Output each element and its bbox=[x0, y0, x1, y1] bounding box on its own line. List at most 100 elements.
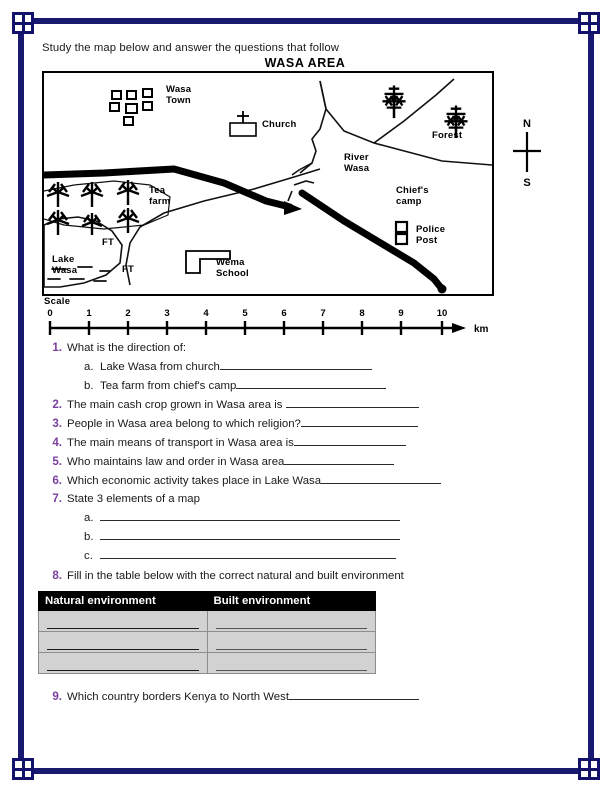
cell-answer-line bbox=[47, 614, 199, 629]
table-cell-natural-2[interactable] bbox=[38, 631, 208, 653]
forest-trees bbox=[382, 85, 468, 139]
map-frame: Wasa Town Church Forest River Wasa Tea f… bbox=[42, 71, 494, 296]
environment-table: Natural environment Built environment bbox=[38, 591, 376, 674]
question-1: 1. What is the direction of: bbox=[42, 340, 574, 357]
map-drawing bbox=[44, 78, 492, 294]
map-scale-bar: Scale 0 1 2 3 4 5 6 7 8 9 10 bbox=[42, 296, 512, 338]
question-9-text: Which country borders Kenya to North Wes… bbox=[67, 691, 290, 703]
question-3-number: 3. bbox=[52, 417, 62, 430]
svg-text:1: 1 bbox=[86, 308, 92, 319]
answer-blank-9[interactable] bbox=[289, 688, 420, 700]
question-7b: b. bbox=[84, 528, 574, 546]
scale-label: Scale bbox=[44, 296, 71, 307]
question-2: 2. The main cash crop grown in Wasa area… bbox=[42, 396, 574, 414]
map-label-church: Church bbox=[262, 119, 297, 130]
table-cell-built-2[interactable] bbox=[206, 631, 376, 653]
map-label-ft-lower: FT bbox=[122, 264, 135, 275]
svg-text:5: 5 bbox=[242, 308, 248, 319]
answer-blank-3[interactable] bbox=[300, 415, 418, 427]
cell-answer-line bbox=[215, 614, 367, 629]
svg-text:8: 8 bbox=[359, 308, 364, 319]
question-1b-text: Tea farm from chief's camp bbox=[100, 380, 237, 392]
table-header-natural: Natural environment bbox=[38, 591, 208, 611]
question-1b: b. Tea farm from chief's camp bbox=[84, 377, 574, 395]
table-cell-natural-1[interactable] bbox=[38, 610, 208, 632]
cell-answer-line bbox=[47, 635, 199, 650]
question-1-text: What is the direction of: bbox=[67, 342, 187, 354]
cell-answer-line bbox=[215, 635, 367, 650]
question-7b-letter: b. bbox=[84, 531, 94, 543]
map-label-wasa-town: Wasa Town bbox=[166, 84, 192, 106]
cell-answer-line bbox=[47, 656, 199, 671]
answer-blank-1a[interactable] bbox=[219, 358, 372, 370]
svg-text:10: 10 bbox=[437, 308, 448, 319]
compass-south-label: S bbox=[523, 177, 531, 189]
question-6-text: Which economic activity takes place in L… bbox=[67, 475, 322, 487]
map-label-police-post: Police Post bbox=[416, 224, 446, 246]
question-1a-text: Lake Wasa from church bbox=[100, 361, 220, 373]
table-cell-natural-3[interactable] bbox=[38, 652, 208, 674]
scale-ruler-drawing: 0 1 2 3 4 5 6 7 8 9 10 bbox=[47, 308, 489, 335]
answer-blank-2[interactable] bbox=[285, 396, 419, 408]
questions-list-continued: 9. Which country borders Kenya to North … bbox=[42, 688, 574, 706]
table-row bbox=[38, 631, 376, 653]
map-title: WASA AREA bbox=[264, 56, 346, 70]
map-label-ft-upper: FT bbox=[102, 237, 115, 248]
answer-blank-7c[interactable] bbox=[100, 547, 396, 559]
border-corner-bottom-left-ornament bbox=[12, 758, 34, 780]
cell-answer-line bbox=[215, 656, 367, 671]
question-7a: a. bbox=[84, 509, 574, 527]
church-symbol bbox=[229, 111, 257, 137]
question-1-number: 1. bbox=[52, 341, 62, 354]
police-post-symbol bbox=[394, 220, 409, 246]
svg-text:6: 6 bbox=[281, 308, 286, 319]
compass-north-label: N bbox=[523, 118, 531, 130]
question-7: 7. State 3 elements of a map bbox=[42, 491, 574, 508]
map-label-lake-wasa: Lake Wasa bbox=[52, 254, 78, 276]
question-9: 9. Which country borders Kenya to North … bbox=[42, 688, 574, 706]
map-label-forest: Forest bbox=[432, 130, 463, 141]
border-corner-top-right-ornament bbox=[578, 12, 600, 34]
map-label-wema-school: Wema School bbox=[216, 257, 249, 279]
svg-text:2: 2 bbox=[125, 308, 130, 319]
question-7c: c. bbox=[84, 547, 574, 565]
question-7a-letter: a. bbox=[84, 512, 94, 524]
border-corner-bottom-right-ornament bbox=[578, 758, 600, 780]
page-decorative-border bbox=[18, 18, 594, 774]
question-8-text: Fill in the table below with the correct… bbox=[67, 569, 404, 582]
svg-text:0: 0 bbox=[47, 308, 52, 319]
question-4: 4. The main means of transport in Wasa a… bbox=[42, 434, 574, 452]
map-label-tea-farm: Tea farm bbox=[149, 185, 171, 207]
table-cell-built-3[interactable] bbox=[206, 652, 376, 674]
table-header-built: Built environment bbox=[206, 591, 376, 611]
answer-blank-7b[interactable] bbox=[100, 528, 400, 540]
question-2-text: The main cash crop grown in Wasa area is bbox=[67, 399, 286, 411]
svg-text:7: 7 bbox=[320, 308, 325, 319]
svg-text:4: 4 bbox=[203, 308, 209, 319]
question-3-text: People in Wasa area belong to which reli… bbox=[67, 418, 301, 430]
question-5-text: Who maintains law and order in Wasa area bbox=[67, 456, 285, 468]
worksheet-content: Study the map below and answer the quest… bbox=[38, 42, 574, 752]
question-7c-letter: c. bbox=[84, 550, 93, 562]
question-3: 3. People in Wasa area belong to which r… bbox=[42, 415, 574, 433]
question-8: 8. Fill in the table below with the corr… bbox=[42, 568, 574, 585]
question-1a: a. Lake Wasa from church bbox=[84, 358, 574, 376]
tea-plant-symbols bbox=[46, 180, 140, 235]
map-label-river-wasa: River Wasa bbox=[344, 152, 370, 174]
answer-blank-7a[interactable] bbox=[100, 509, 400, 521]
question-2-number: 2. bbox=[52, 398, 62, 411]
question-6: 6. Which economic activity takes place i… bbox=[42, 472, 574, 490]
table-cell-built-1[interactable] bbox=[206, 610, 376, 632]
answer-blank-1b[interactable] bbox=[236, 377, 387, 389]
answer-blank-6[interactable] bbox=[321, 472, 442, 484]
map-label-chiefs-camp: Chief's camp bbox=[396, 185, 429, 207]
question-7-text: State 3 elements of a map bbox=[67, 493, 200, 505]
compass-needle-icon bbox=[513, 132, 541, 172]
answer-blank-5[interactable] bbox=[284, 453, 395, 465]
svg-text:9: 9 bbox=[398, 308, 403, 319]
question-6-number: 6. bbox=[52, 474, 62, 487]
question-4-text: The main means of transport in Wasa area… bbox=[67, 437, 294, 449]
answer-blank-4[interactable] bbox=[293, 434, 406, 446]
question-1a-letter: a. bbox=[84, 361, 94, 373]
table-row bbox=[38, 610, 376, 632]
